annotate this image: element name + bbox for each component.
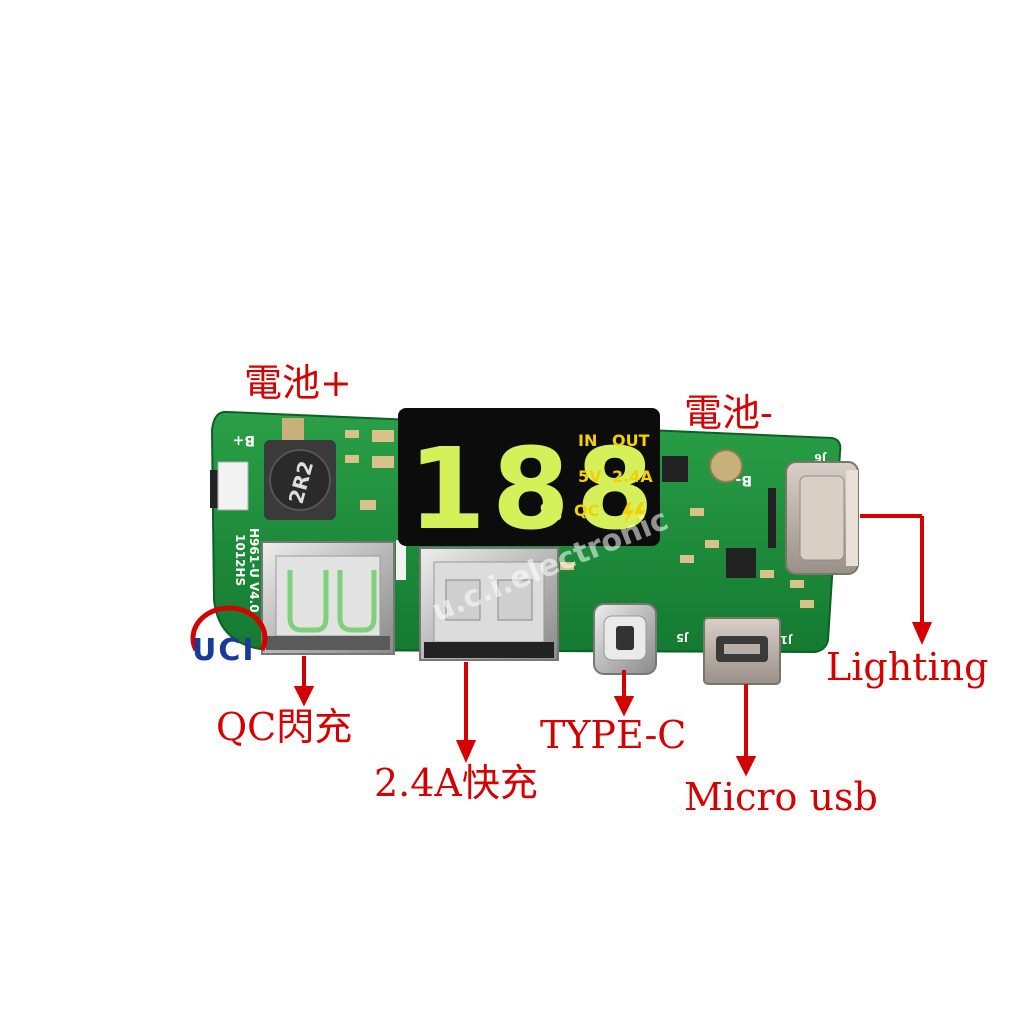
label-battery-minus: 電池- — [684, 391, 773, 435]
lcd-in-label: IN — [578, 431, 597, 450]
label-micro-usb: Micro usb — [684, 775, 878, 819]
silk-j1: J1 — [780, 633, 793, 646]
inductor: 2R2 — [264, 440, 336, 520]
uci-logo: UCI — [190, 605, 268, 668]
usb-a-port-qc — [261, 541, 395, 655]
lcd-digits: 188 — [408, 425, 660, 555]
type-c-port — [593, 603, 657, 675]
battery-minus-pad — [709, 449, 743, 483]
battery-connector — [217, 461, 249, 511]
lcd-qc-label: QC — [574, 501, 599, 520]
lcd-amp-label: 2.4A — [612, 467, 653, 486]
label-lighting: Lighting — [826, 645, 989, 689]
label-battery-plus: 電池+ — [244, 361, 352, 405]
battery-plus-pad — [282, 418, 304, 440]
silk-model: H961-U V4.0 — [247, 528, 261, 613]
callout-arrows — [293, 514, 933, 777]
label-fast-port: 2.4A快充 — [374, 761, 538, 805]
label-qc-port: QC閃充 — [216, 705, 353, 749]
silk-b-plus: B+ — [233, 432, 255, 448]
lightning-port — [785, 461, 859, 575]
lcd-volt-label: 5V — [578, 467, 602, 486]
lcd-percent: % — [540, 501, 562, 526]
label-type-c: TYPE-C — [540, 713, 687, 757]
usb-a-port-fast — [419, 547, 559, 661]
uci-logo-text: UCI — [192, 633, 256, 668]
micro-usb-port — [703, 617, 781, 685]
lcd-out-label: OUT — [612, 431, 650, 450]
lightning-icon — [622, 502, 646, 524]
silk-b-minus: B- — [735, 472, 752, 488]
silk-j6: J6 — [814, 451, 827, 464]
silk-j5: J5 — [676, 631, 689, 644]
silk-date: 1012HS — [233, 534, 247, 586]
lcd-display: 188 % IN OUT 5V 2.4A QC — [398, 408, 660, 555]
